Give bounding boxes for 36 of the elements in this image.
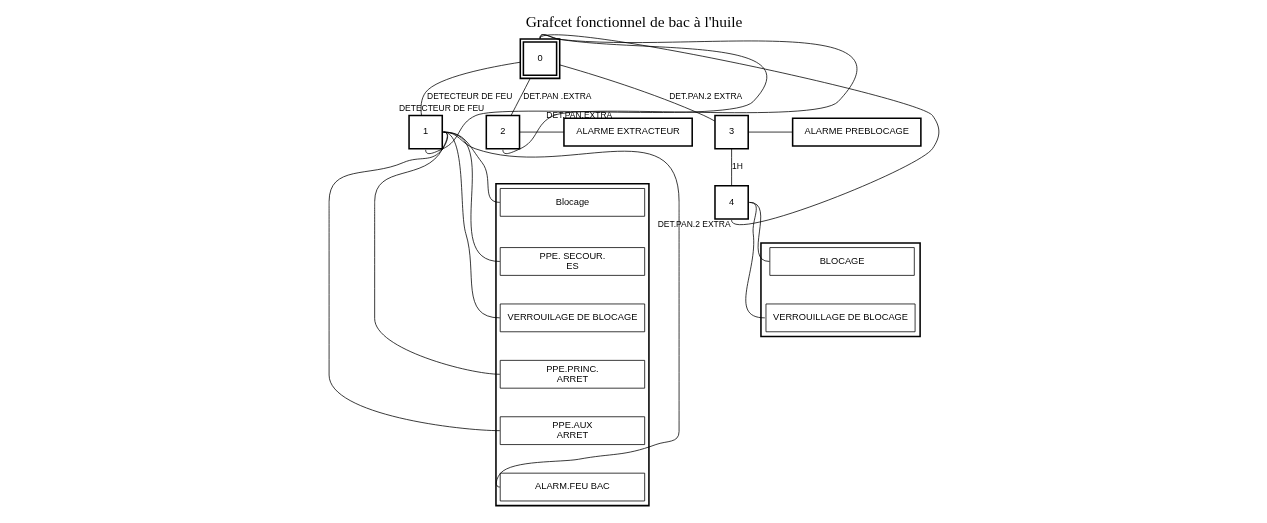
node-box: 4 (713, 185, 749, 220)
cluster (494, 183, 650, 507)
edge-label: 1H (731, 161, 743, 172)
node-box: ALARME EXTRACTEUR (562, 117, 693, 147)
node-box: PPE.PRINC. ARRET (499, 360, 645, 389)
node-box: ALARM.FEU BAC (499, 472, 645, 502)
connector (442, 131, 500, 262)
diagram-title: Grafcet fonctionnel de bac à l'huile (525, 12, 742, 30)
connector (518, 131, 564, 133)
edge-label: DET.PAN .EXTRA (522, 91, 591, 102)
connector (420, 61, 521, 116)
node-box: Blocage (499, 188, 645, 217)
connector (730, 148, 732, 187)
node-box: VERROUILAGE DE BLOCAGE (499, 303, 645, 333)
connector (747, 131, 793, 133)
connector (510, 78, 530, 116)
connector (373, 131, 500, 375)
connector (442, 131, 500, 319)
connector (502, 34, 857, 154)
connector (539, 34, 939, 225)
edge-label: DETECTEUR DE FEU (398, 102, 484, 113)
connector (559, 64, 715, 122)
connector (328, 131, 500, 432)
node-box: BLOCAGE (768, 247, 915, 276)
connector (744, 202, 765, 319)
node-box: VERROUILLAGE DE BLOCAGE (765, 303, 915, 333)
node-box: ALARME PREBLOCAGE (791, 117, 922, 147)
edge-label: DET.PAN.2 EXTRA (657, 218, 731, 229)
node-box: 2 (485, 114, 520, 150)
edge-label: DET.PAN.2 EXTRA (668, 91, 742, 102)
node-box: 1 (407, 114, 443, 150)
node-box: PPE. SECOUR. ES (499, 247, 645, 276)
node-box: 3 (713, 114, 749, 150)
node-box: PPE.AUX ARRET (499, 416, 645, 445)
edge-label: DETECTEUR DE FEU (426, 91, 512, 102)
cluster (759, 242, 921, 338)
